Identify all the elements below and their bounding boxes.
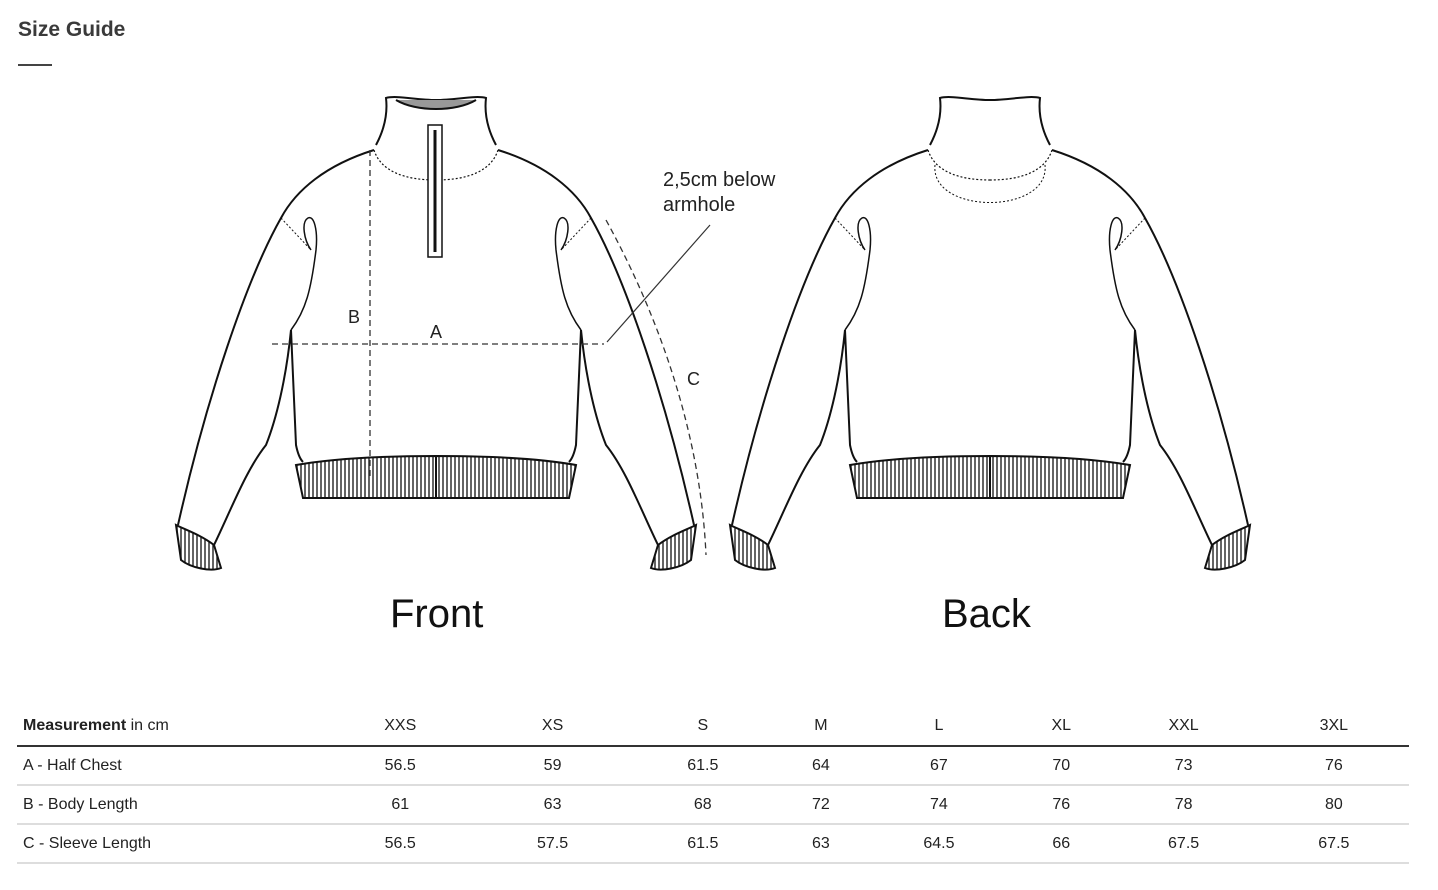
- front-label: Front: [390, 592, 484, 636]
- cell-value: 67.5: [1108, 824, 1259, 864]
- size-header: M: [777, 707, 864, 747]
- cell-value: 66: [1014, 824, 1109, 864]
- size-header: XXS: [323, 707, 478, 747]
- back-label: Back: [942, 592, 1031, 636]
- measurement-header: Measurement in cm: [17, 707, 323, 747]
- cell-value: 56.5: [323, 824, 478, 864]
- sweater-illustrations: [175, 96, 1251, 571]
- cell-value: 70: [1014, 746, 1109, 786]
- size-header: S: [627, 707, 778, 747]
- marker-b: B: [348, 307, 361, 327]
- cell-value: 64.5: [863, 824, 1015, 864]
- cell-value: 80: [1258, 785, 1409, 825]
- marker-a: A: [430, 322, 443, 342]
- cell-value: 76: [1014, 785, 1109, 825]
- cell-value: 63: [477, 785, 628, 825]
- cell-value: 56.5: [323, 746, 478, 786]
- size-header: XS: [477, 707, 628, 747]
- size-header: 3XL: [1258, 707, 1409, 747]
- cell-value: 61: [323, 785, 478, 825]
- cell-value: 67: [863, 746, 1015, 786]
- cell-value: 63: [777, 824, 864, 864]
- page-title: Size Guide: [18, 18, 126, 41]
- cell-value: 72: [777, 785, 864, 825]
- row-label: B - Body Length: [17, 785, 323, 825]
- back-sweater: [729, 96, 1251, 571]
- cell-value: 61.5: [627, 824, 778, 864]
- size-header: XXL: [1108, 707, 1259, 747]
- cell-value: 57.5: [477, 824, 628, 864]
- title-divider: [18, 64, 52, 66]
- front-sweater: [175, 96, 697, 571]
- cell-value: 68: [627, 785, 778, 825]
- size-header: XL: [1014, 707, 1109, 747]
- armhole-note: 2,5cm below armhole: [663, 168, 775, 218]
- measure-lines: [272, 150, 707, 556]
- cell-value: 73: [1108, 746, 1259, 786]
- row-label: A - Half Chest: [17, 746, 323, 786]
- cell-value: 67.5: [1258, 824, 1409, 864]
- cell-value: 59: [477, 746, 628, 786]
- note-line-2: armhole: [663, 194, 736, 216]
- row-label: C - Sleeve Length: [17, 824, 323, 864]
- cell-value: 76: [1258, 746, 1409, 786]
- cell-value: 74: [863, 785, 1015, 825]
- cell-value: 78: [1108, 785, 1259, 825]
- size-header: L: [863, 707, 1015, 747]
- note-line-1: 2,5cm below: [663, 169, 776, 191]
- cell-value: 61.5: [627, 746, 778, 786]
- cell-value: 64: [777, 746, 864, 786]
- marker-c: C: [687, 369, 700, 389]
